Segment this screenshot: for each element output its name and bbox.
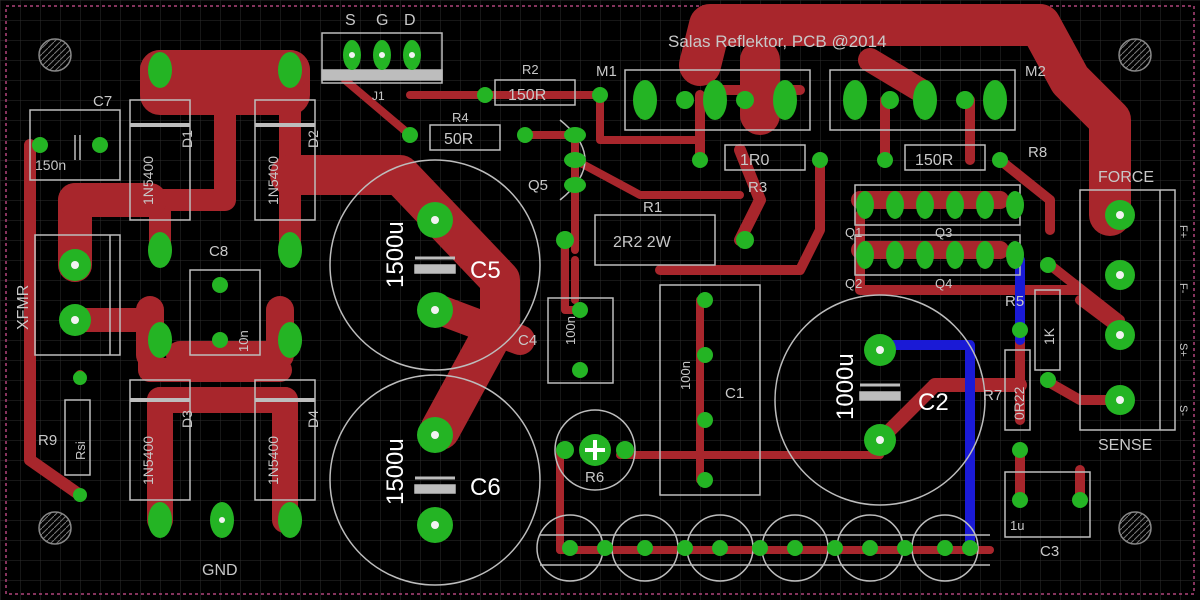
label-c3: C3 xyxy=(1040,543,1059,560)
mounting-holes xyxy=(38,38,1152,545)
label-r1-value: 2R2 2W xyxy=(613,234,672,251)
label-c2-value: 1000u xyxy=(832,353,859,420)
label-d2-value: 1N5400 xyxy=(265,156,281,205)
r8-outline xyxy=(904,144,986,171)
d4-outline xyxy=(254,379,316,501)
label-r6: R6 xyxy=(585,469,604,486)
c5-outline xyxy=(329,159,541,371)
label-c5-value: 1500u xyxy=(382,221,409,288)
label-s-plus: S+ xyxy=(1177,343,1189,357)
m1-outline xyxy=(624,69,811,131)
c8-outline xyxy=(189,269,261,356)
label-m1: M1 xyxy=(596,63,617,80)
label-r9: R9 xyxy=(38,432,57,449)
label-q3: Q3 xyxy=(935,225,952,240)
label-m2: M2 xyxy=(1025,63,1046,80)
label-xfmr: XFMR xyxy=(15,285,32,330)
label-r8: R8 xyxy=(1028,144,1047,161)
c2-outline xyxy=(774,294,986,506)
label-c3-value: 1u xyxy=(1010,518,1024,533)
label-q1: Q1 xyxy=(845,225,862,240)
label-r3-value: 1R0 xyxy=(740,152,769,169)
r7-outline xyxy=(1004,349,1031,431)
sense-force-connector-outline xyxy=(1079,189,1176,431)
mounting-hole-top-left xyxy=(38,38,72,72)
label-sense: SENSE xyxy=(1098,437,1152,454)
c1-outline xyxy=(659,284,761,496)
label-c1-value: 100n xyxy=(678,361,693,390)
mounting-hole-bottom-left xyxy=(38,511,72,545)
c6-outline xyxy=(329,374,541,586)
r6-outline xyxy=(554,409,636,491)
r2-outline xyxy=(494,79,576,106)
label-d1-value: 1N5400 xyxy=(140,156,156,205)
label-r9-value: Rsi xyxy=(73,441,88,460)
j1-outline xyxy=(321,32,443,84)
label-c8-value: 10n xyxy=(236,330,251,352)
label-r3: R3 xyxy=(748,179,767,196)
label-d3-value: 1N5400 xyxy=(140,436,156,485)
label-r8-value: 150R xyxy=(915,152,953,169)
labels: Salas Reflektor, PCB @2014 S G D J1 R2 1… xyxy=(15,12,1189,579)
label-s-minus: S- xyxy=(1177,405,1189,416)
label-f-minus: F- xyxy=(1177,283,1189,294)
label-c6-value: 1500u xyxy=(382,438,409,505)
label-r7: R7 xyxy=(983,387,1002,404)
label-q2: Q2 xyxy=(845,276,862,291)
label-s: S xyxy=(345,12,356,29)
label-gnd: GND xyxy=(202,562,238,579)
label-c4: C4 xyxy=(518,332,537,349)
label-r4: R4 xyxy=(452,110,469,125)
d1-outline xyxy=(129,99,191,221)
c3-outline xyxy=(1004,471,1091,538)
r5-outline xyxy=(1034,289,1061,371)
label-r2-value: 150R xyxy=(508,87,546,104)
mounting-hole-top-right xyxy=(1118,38,1152,72)
d3-outline xyxy=(129,379,191,501)
label-j1: J1 xyxy=(372,89,385,103)
label-f-plus: F+ xyxy=(1177,225,1189,238)
label-r5: R5 xyxy=(1005,293,1024,310)
drill-holes xyxy=(71,52,1124,529)
mounting-hole-bottom-right xyxy=(1118,511,1152,545)
label-q5: Q5 xyxy=(528,177,548,194)
c7-outline xyxy=(29,109,121,181)
label-c1: C1 xyxy=(725,385,744,402)
r4-outline xyxy=(429,124,501,151)
label-r4-value: 50R xyxy=(444,131,473,148)
r6-trimmer-cross xyxy=(585,440,605,460)
label-c2: C2 xyxy=(918,389,949,416)
c4-outline xyxy=(547,297,614,384)
label-d3: D3 xyxy=(179,410,195,428)
label-c4-value: 100n xyxy=(563,316,578,345)
label-d1: D1 xyxy=(179,130,195,148)
xfmr-outline xyxy=(34,234,121,356)
board-title: Salas Reflektor, PCB @2014 xyxy=(668,32,887,51)
board-outline xyxy=(5,5,1195,595)
label-r1: R1 xyxy=(643,199,662,216)
label-c5: C5 xyxy=(470,257,501,284)
label-force: FORCE xyxy=(1098,169,1154,186)
m2-outline xyxy=(829,69,1016,131)
d2-outline xyxy=(254,99,316,221)
r9-outline xyxy=(64,399,91,476)
label-c7-value: 150n xyxy=(35,157,66,173)
label-c8: C8 xyxy=(209,243,228,260)
label-g: G xyxy=(376,12,388,29)
label-q4: Q4 xyxy=(935,276,952,291)
r1-outline xyxy=(594,214,716,266)
label-c6: C6 xyxy=(470,474,501,501)
label-d2: D2 xyxy=(305,130,321,148)
label-d: D xyxy=(404,12,416,29)
r3-outline xyxy=(724,144,806,171)
label-d4-value: 1N5400 xyxy=(265,436,281,485)
label-r7-value: 0R22 xyxy=(1011,386,1027,420)
label-r5-value: 1K xyxy=(1041,327,1057,345)
label-c7: C7 xyxy=(93,93,112,110)
label-d4: D4 xyxy=(305,410,321,428)
pads xyxy=(32,40,1135,556)
label-r2: R2 xyxy=(522,62,539,77)
